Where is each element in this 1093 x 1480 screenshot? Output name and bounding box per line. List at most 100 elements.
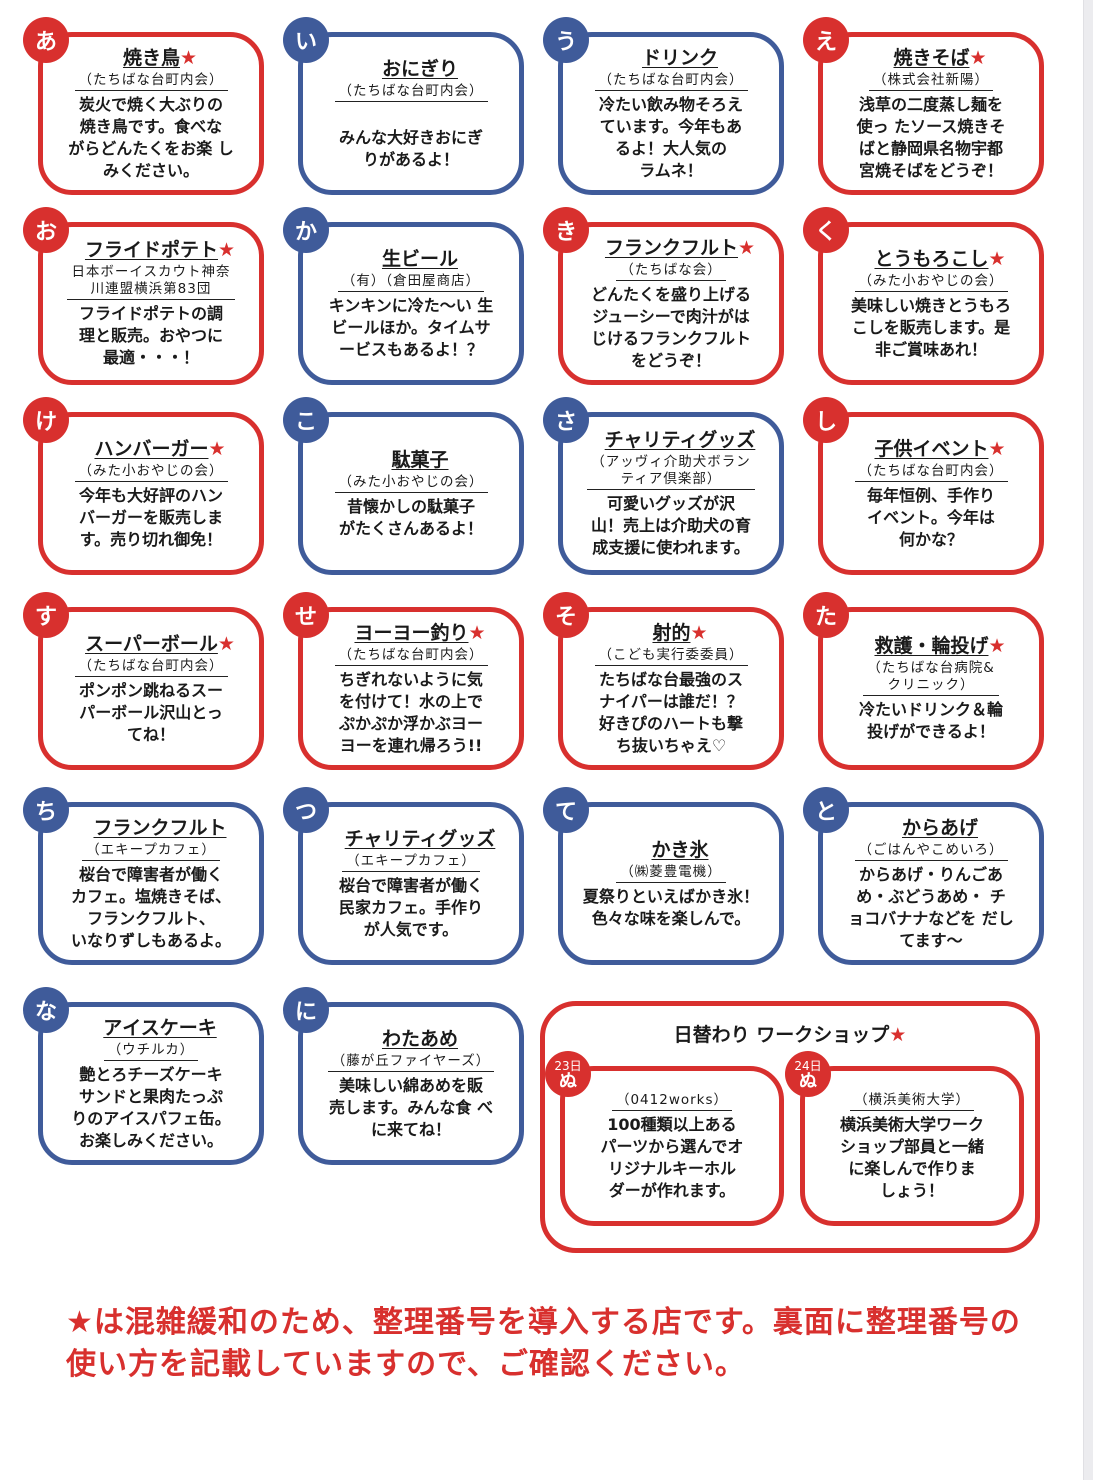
stall-title: チャリティグッズ: [345, 827, 496, 851]
footer-note: ★は混雑緩和のため、整理番号を導入する店です。裏面に整理番号の使い方を記載してい…: [66, 1302, 1026, 1386]
stall-title: 射的★: [652, 621, 707, 645]
stall-organizer: （たちばな台町内会）: [74, 658, 228, 677]
workshop-title-text: 日替わり ワークショップ: [673, 1024, 890, 1046]
stall-badge: さ: [543, 397, 589, 443]
stall-title-text: チャリティグッズ: [604, 429, 756, 451]
workshop-card: 23日ぬ（0412works）100種類以上ある パーツから選んでオ リジナルキ…: [545, 1051, 784, 1226]
stall-title: フランクフルト: [93, 816, 226, 840]
stall-title-text: 焼き鳥: [122, 46, 180, 69]
stall-description: 冷たいドリンク＆輪 投げができるよ！: [858, 700, 1003, 741]
stall-organizer: （ごはんやこめいろ）: [854, 842, 1008, 861]
star-icon: ★: [217, 632, 235, 655]
star-icon: ★: [969, 46, 987, 69]
stall-title-text: チャリティグッズ: [344, 827, 496, 850]
stall-organizer: （たちばな台町内会）: [74, 72, 228, 91]
stall-card: こ駄菓子 （みた小おやじの会） 昔懐かしの駄菓子 がたくさんあるよ！: [283, 397, 524, 575]
stall-organizer: （株式会社新陽）: [869, 72, 993, 91]
workshop-day: 23日: [554, 1059, 582, 1073]
stall-organizer: （たちばな台町内会）: [854, 463, 1008, 482]
stall-badge: か: [283, 207, 329, 253]
stall-card: すスーパーボール★（たちばな台町内会）ポンポン跳ねるスー パーボール沢山とっ て…: [23, 592, 264, 770]
star-icon: ★: [468, 621, 486, 644]
stall-title: スーパーボール★: [85, 632, 235, 656]
stall-organizer: （たちばな台町内会）: [334, 83, 488, 102]
stall-title-text: おにぎり: [381, 57, 458, 80]
stall-organizer: （みた小おやじの会）: [854, 273, 1008, 292]
stall-organizer: （エキープカフェ）: [342, 853, 480, 872]
stall-title: からあげ: [902, 816, 978, 840]
star-icon: ★: [988, 635, 1006, 657]
stall-badge: と: [803, 787, 849, 833]
stall-card: なアイスケーキ（ウチルカ）艶とろチーズケーキ サンドと果肉たっぷ りのアイスパフ…: [23, 987, 264, 1165]
stall-description: ポンポン跳ねるスー パーボール沢山とっ てね！: [78, 680, 223, 744]
stall-title: かき氷: [651, 838, 708, 862]
workshop-organizer: （0412works）: [611, 1092, 733, 1111]
stall-title: フランクフルト★: [605, 236, 755, 260]
stall-title-text: 射的: [652, 621, 691, 644]
workshop-badge-letter: ぬ: [559, 1071, 577, 1092]
scrollbar[interactable]: [1083, 0, 1093, 1480]
stall-description: 美味しい焼きとうもろ こしを販売します。是 非ご賞味あれ！: [850, 295, 1011, 359]
star-icon: ★: [737, 236, 756, 259]
stall-title-text: かき氷: [651, 838, 709, 861]
stall-badge: う: [543, 17, 589, 63]
star-icon: ★: [988, 247, 1006, 270]
stall-description: 今年も大好評のハン バーガーを販売しま す。売り切れ御免！: [78, 485, 223, 549]
stall-description: 艶とろチーズケーキ サンドと果肉たっぷ りのアイスパフェ缶。 お楽しみください。: [71, 1064, 231, 1150]
stall-badge: き: [543, 207, 589, 253]
stall-description: キンキンに冷た～い 生 ビールほか。タイムサ ービスもあるよ！？: [328, 295, 494, 359]
stall-card: え焼きそば★（株式会社新陽）浅草の二度蒸し麺を 使っ たソース焼きそ ばと静岡県…: [803, 17, 1044, 195]
stall-organizer: （こども実行委委員）: [594, 647, 748, 666]
stall-organizer: （たちばな台町内会）: [334, 647, 488, 666]
workshop-organizer: （横浜美術大学）: [850, 1092, 974, 1111]
stall-organizer: （有）（倉田屋商店）: [337, 273, 485, 292]
stall-card: にわたあめ（藤が丘ファイヤーズ）美味しい綿あめを販 売します。みんな食 べ に来…: [283, 987, 524, 1165]
stall-badge: し: [803, 397, 849, 443]
stall-title-text: スーパーボール: [85, 632, 218, 655]
star-icon: ★: [179, 46, 198, 69]
stall-card: し子供イベント★（たちばな台町内会）毎年恒例、手作り イベント。今年は 何かな？: [803, 397, 1044, 575]
stall-title: 子供イベント★: [874, 437, 1005, 461]
stall-organizer: （みた小おやじの会）: [334, 474, 488, 493]
stall-badge: あ: [23, 17, 69, 63]
stall-title-text: 駄菓子: [391, 448, 449, 471]
stall-organizer: （エキープカフェ）: [82, 842, 220, 861]
stall-description: 夏祭りといえばかき氷！ 色々な味を楽しんで。: [582, 886, 760, 928]
stall-card: か生ビール（有）（倉田屋商店）キンキンに冷た～い 生 ビールほか。タイムサ ービ…: [283, 207, 524, 385]
stall-title: フライドポテト★: [85, 238, 235, 262]
stall-badge: こ: [283, 397, 329, 443]
stall-card: とからあげ （ごはんやこめいろ） からあげ・りんごあ め・ぶどうあめ・ チ ョコバナ…: [803, 787, 1044, 965]
stall-description: みんな大好きおにぎ りがあるよ！: [338, 127, 483, 169]
workshop-card: 24日ぬ（横浜美術大学）横浜美術大学ワーク ショップ部員と一緒 に楽しんで作りま…: [785, 1051, 1024, 1226]
stall-card: くとうもろこし★（みた小おやじの会）美味しい焼きとうもろ こしを販売します。是 …: [803, 207, 1044, 385]
stall-description: 昔懐かしの駄菓子 がたくさんあるよ！: [338, 496, 483, 538]
stall-description: 桜台で障害者が働く カフェ。塩焼きそば、 フランクフルト、 いなりずしもあるよ。: [70, 864, 231, 950]
stall-badge: え: [803, 17, 849, 63]
workshop-title: 日替わり ワークショップ★: [545, 1020, 1035, 1047]
star-icon: ★: [690, 621, 708, 644]
stall-badge: け: [23, 397, 69, 443]
stall-title: 駄菓子: [391, 448, 448, 472]
stall-title: 救護・輪投げ★: [874, 634, 1005, 658]
stall-organizer: （㈱菱豊電機）: [616, 864, 726, 883]
star-icon: ★: [988, 437, 1006, 460]
stall-title-text: わたあめ: [381, 1027, 458, 1050]
stall-title-text: フランクフルト: [604, 236, 738, 259]
stall-title: 焼きそば★: [893, 46, 986, 70]
stall-badge: に: [283, 987, 329, 1033]
stall-description: からあげ・りんごあ め・ぶどうあめ・ チ ョコバナナなどを だし てます～: [848, 864, 1014, 950]
stall-title: アイスケーキ: [103, 1016, 216, 1040]
stall-badge: て: [543, 787, 589, 833]
stall-card: いおにぎり（たちばな台町内会） みんな大好きおにぎ りがあるよ！: [283, 17, 524, 195]
stall-description: 桜台で障害者が働く 民家カフェ。手作り が人気です。: [338, 875, 483, 939]
stall-card: せヨーヨー釣り★（たちばな台町内会）ちぎれないように気 を付けて！水の上で ぷか…: [283, 592, 524, 770]
star-icon: ★: [217, 239, 236, 261]
stall-organizer: （アッヴィ介助犬ボラン ティア倶楽部）: [587, 454, 755, 490]
stall-badge: く: [803, 207, 849, 253]
workshop-badge: 23日ぬ: [545, 1051, 591, 1097]
stall-organizer: （たちばな台町内会）: [594, 72, 748, 91]
stall-description: 冷たい飲み物そろえ ています。今年もあ るよ！大人気の ラムネ！: [598, 94, 743, 180]
workshop-day: 24日: [794, 1059, 822, 1073]
stall-description: どんたくを盛り上げる ジューシーで肉汁がは じけるフランクフルト をどうぞ！: [590, 284, 751, 370]
stall-title: ハンバーガー★: [94, 437, 225, 461]
